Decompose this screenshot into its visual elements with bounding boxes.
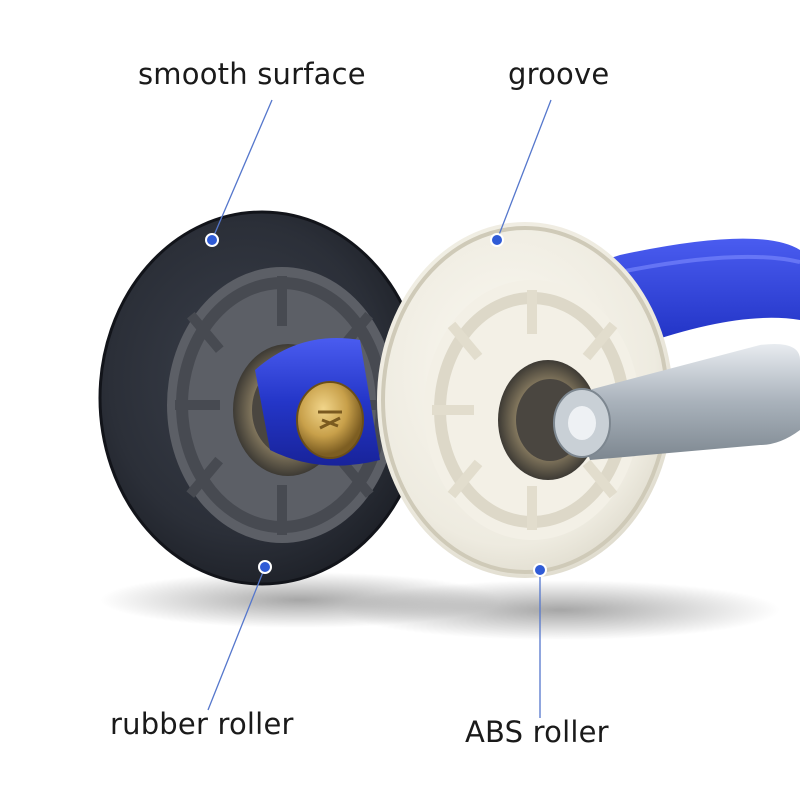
callout-dot-rubber-roller — [258, 560, 272, 574]
brass-bolt-icon — [296, 381, 364, 459]
steel-bracket — [570, 344, 800, 460]
label-groove: groove — [508, 57, 610, 91]
steel-bracket-pivot-center — [568, 406, 596, 440]
callout-lines — [207, 99, 552, 718]
callout-dot-smooth-surface — [205, 233, 219, 247]
callout-line-smooth-surface — [211, 99, 273, 241]
callout-dot-abs-roller — [533, 563, 547, 577]
abs-roller-shadow — [340, 580, 780, 640]
label-abs-roller: ABS roller — [465, 715, 609, 749]
callout-line-rubber-roller — [207, 566, 266, 711]
callout-line-groove — [496, 99, 552, 241]
abs-roller — [377, 222, 673, 578]
label-rubber-roller: rubber roller — [110, 707, 294, 741]
callout-dot-groove — [490, 233, 504, 247]
label-smooth-surface: smooth surface — [138, 57, 366, 91]
blue-frame-highlight — [329, 254, 800, 374]
callout-dots — [205, 233, 547, 577]
